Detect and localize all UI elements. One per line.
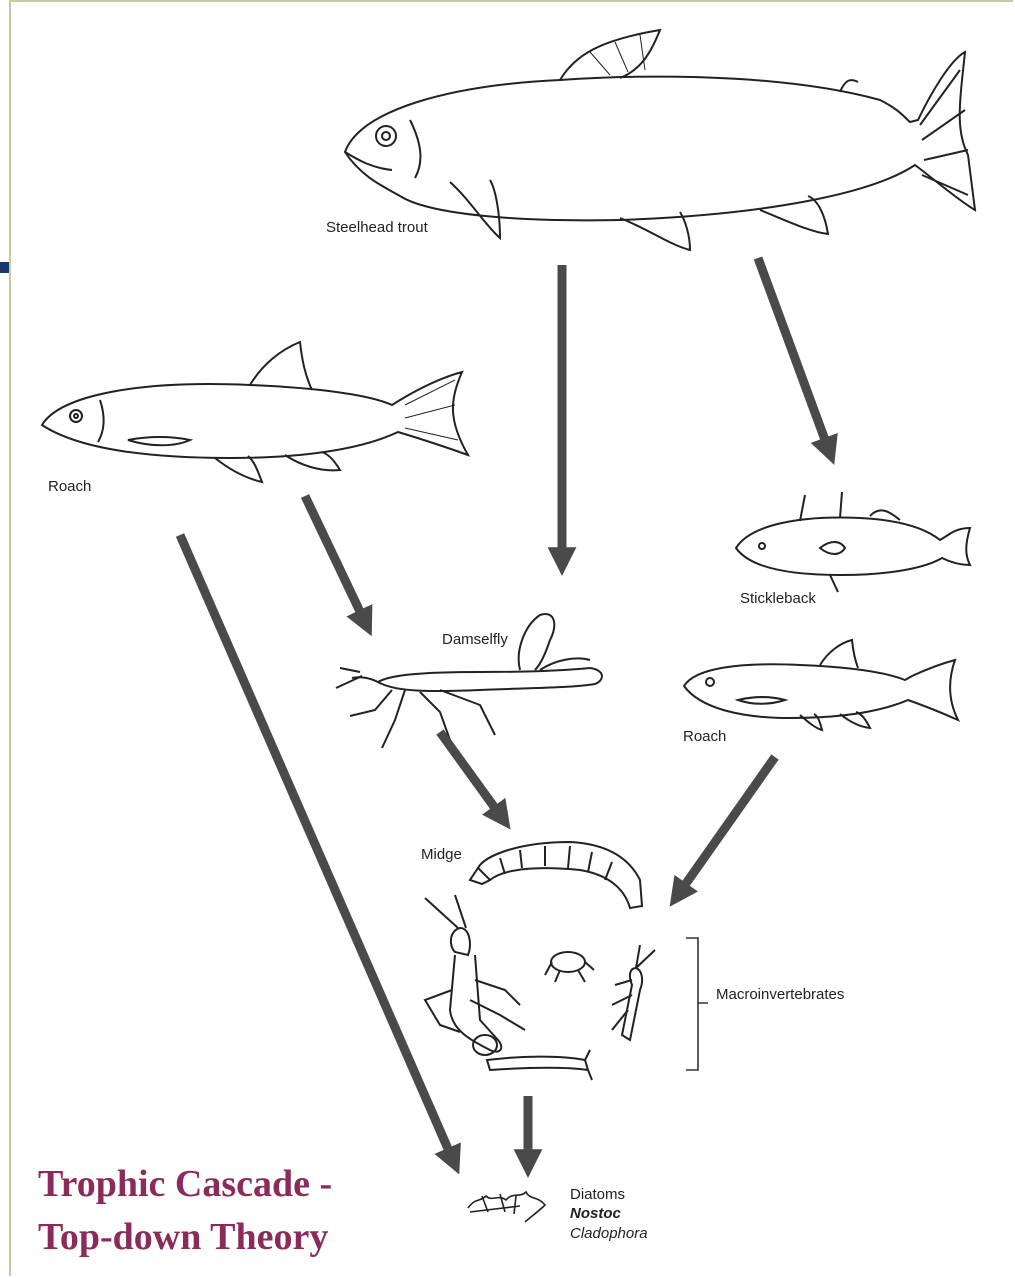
slide-title-line-1: Trophic Cascade - bbox=[38, 1165, 332, 1203]
macroinvertebrates-bracket bbox=[686, 938, 708, 1070]
roach-right-illustration bbox=[684, 640, 958, 730]
label-cladophora: Cladophora bbox=[570, 1225, 648, 1242]
arrow-roach-to-macroinvertebrates bbox=[680, 757, 775, 892]
label-nostoc: Nostoc bbox=[570, 1205, 621, 1222]
label-steelhead-trout: Steelhead trout bbox=[326, 219, 428, 236]
algae-illustration bbox=[468, 1192, 545, 1222]
label-roach-left: Roach bbox=[48, 478, 91, 495]
arrow-damselfly-to-midge bbox=[440, 732, 500, 815]
label-stickleback: Stickleback bbox=[740, 590, 816, 607]
label-damselfly: Damselfly bbox=[442, 631, 508, 648]
roach-left-illustration bbox=[42, 342, 468, 482]
arrow-roach-to-damselfly bbox=[305, 496, 364, 620]
trophic-arrows bbox=[180, 258, 828, 1160]
stickleback-illustration bbox=[736, 492, 970, 592]
slide-title-line-2: Top-down Theory bbox=[38, 1218, 328, 1256]
label-macroinvertebrates: Macroinvertebrates bbox=[716, 986, 844, 1003]
arrow-roach-to-algae bbox=[180, 535, 452, 1158]
macroinvertebrates-illustration bbox=[425, 895, 655, 1080]
label-midge: Midge bbox=[421, 846, 462, 863]
steelhead-trout-illustration bbox=[345, 30, 975, 250]
midge-illustration bbox=[470, 842, 642, 908]
label-roach-right: Roach bbox=[683, 728, 726, 745]
label-diatoms: Diatoms bbox=[570, 1186, 625, 1203]
arrow-trout-to-stickleback bbox=[758, 258, 828, 448]
